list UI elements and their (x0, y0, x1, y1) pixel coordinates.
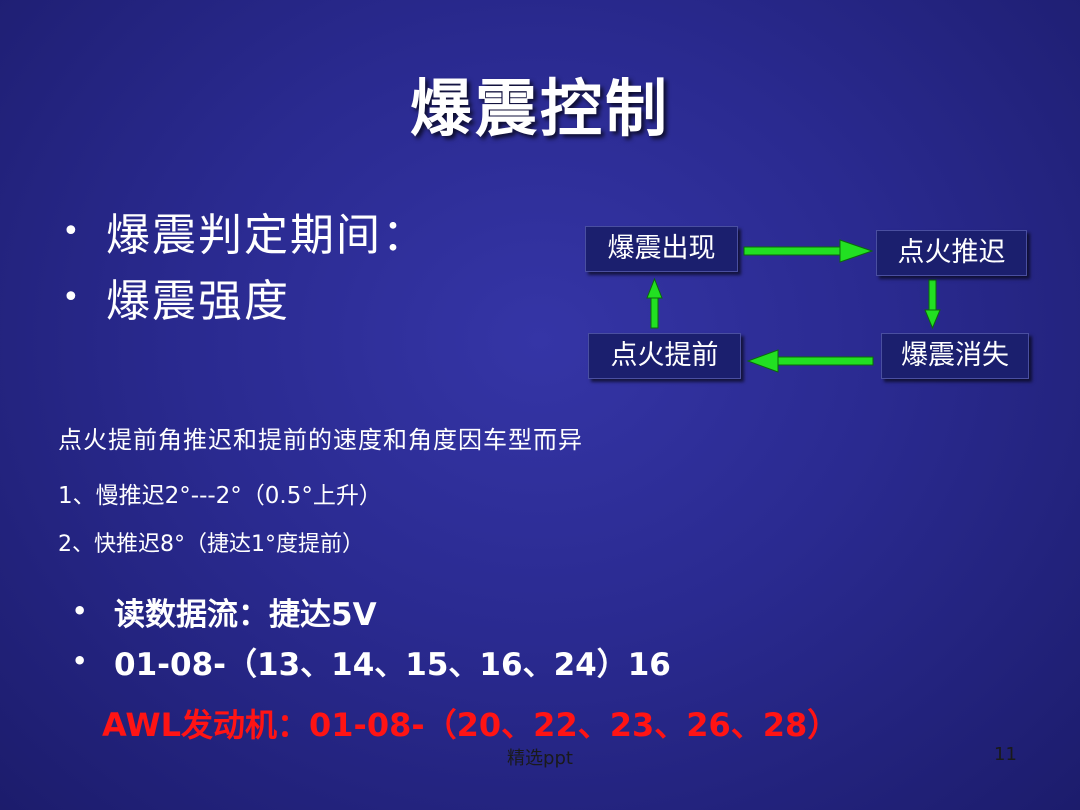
arrow-down-icon (924, 279, 941, 330)
flow-box-knock-disappear: 爆震消失 (881, 333, 1029, 379)
slide-title: 爆震控制 (409, 72, 670, 145)
bullet-text: 01-08-（13、14、15、16、24）16 (114, 646, 671, 683)
bullet-text: 读数据流：捷达5V (114, 596, 377, 633)
speed-angle-paragraph: 点火提前角推迟和提前的速度和角度因车型而异 (58, 426, 583, 454)
bullet-item: • 01-08-（13、14、15、16、24）16 (72, 636, 671, 686)
flow-box-ignition-advance: 点火提前 (588, 333, 741, 379)
bullet-dot-icon: • (62, 279, 82, 315)
bullet-item: • 爆震强度 (62, 264, 428, 330)
bullet-dot-icon: • (62, 213, 82, 249)
arrow-right-icon (743, 239, 874, 263)
arrow-left-icon (746, 349, 874, 373)
bullet-item: • 读数据流：捷达5V (72, 586, 671, 636)
top-bullet-list: • 爆震判定期间： • 爆震强度 (62, 198, 428, 330)
bullet-text: 爆震强度 (106, 276, 290, 327)
bullet-dot-icon: • (72, 597, 88, 625)
bullet-dot-icon: • (72, 647, 88, 675)
footer-label: 精选ppt (507, 748, 573, 769)
numbered-item-slow-retard: 1、慢推迟2°---2°（0.5°上升） (58, 483, 382, 509)
arrow-up-icon (646, 277, 663, 329)
flow-box-knock-appear: 爆震出现 (585, 226, 738, 272)
flow-box-ignition-retard: 点火推迟 (876, 230, 1027, 276)
page-number: 11 (994, 744, 1017, 765)
numbered-item-fast-retard: 2、快推迟8°（捷达1°度提前） (58, 532, 364, 557)
bullet-item: • 爆震判定期间： (62, 198, 428, 264)
bullet-text: 爆震判定期间： (106, 210, 428, 261)
bottom-bullet-list: • 读数据流：捷达5V • 01-08-（13、14、15、16、24）16 (72, 586, 671, 686)
awl-engine-line: AWL发动机：01-08-（20、22、23、26、28） (102, 706, 840, 744)
